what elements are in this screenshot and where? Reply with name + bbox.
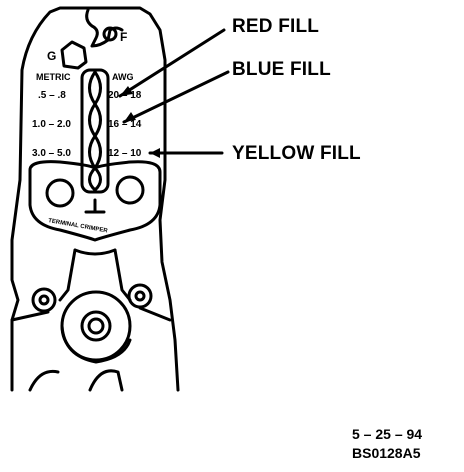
metric-row-2: 1.0 – 2.0	[32, 119, 71, 130]
pivot-ring	[60, 324, 132, 364]
tool-body-outline	[10, 6, 180, 392]
main-pivot-bolt-inner	[87, 317, 105, 335]
jaw-notch-g	[60, 40, 88, 70]
crimp-cavity-chain	[88, 70, 102, 192]
metric-row-3: 3.0 – 5.0	[32, 148, 71, 159]
arrowhead-blue-fill	[124, 112, 136, 122]
callout-red-fill: RED FILL	[232, 16, 320, 37]
plate-center-mark	[84, 198, 106, 214]
metric-row-1: .5 – .8	[38, 90, 66, 101]
lower-jaw-left	[58, 248, 77, 302]
letter-f-label: F	[120, 30, 127, 44]
pivot-bolt-left	[31, 287, 57, 313]
arrowhead-yellow-fill	[150, 148, 160, 158]
jaw-pin-f	[102, 26, 118, 42]
jaw-notch-f	[85, 8, 124, 48]
callout-blue-fill: BLUE FILL	[232, 59, 331, 80]
reference-date: 5 – 25 – 94	[352, 426, 423, 442]
awg-header: AWG	[112, 72, 134, 82]
reference-code: BS0128A5	[352, 445, 421, 461]
pivot-bolt-right-inner	[134, 290, 146, 302]
plate-inscription: TERMINAL CRIMPER	[48, 218, 109, 234]
wire-range-plate	[28, 160, 162, 242]
body-inner-lines	[10, 306, 172, 322]
metric-header: METRIC	[36, 72, 71, 82]
leader-blue-fill	[122, 70, 230, 124]
jaw-throat	[73, 248, 117, 256]
handle-right	[88, 369, 124, 392]
plate-hole-left	[45, 178, 75, 208]
callout-yellow-fill: YELLOW FILL	[232, 143, 361, 164]
lower-jaw-right	[113, 248, 132, 302]
pivot-bolt-left-inner	[38, 294, 50, 306]
crimp-cavity-frame	[80, 68, 110, 194]
handle-left	[28, 369, 60, 392]
awg-row-3: 12 – 10	[108, 148, 142, 159]
pivot-bolt-right	[127, 283, 153, 309]
awg-row-1: 20 – 18	[108, 90, 142, 101]
awg-row-2: 16 – 14	[108, 119, 142, 130]
leader-red-fill	[118, 28, 226, 98]
arrowhead-red-fill	[120, 86, 133, 96]
plate-hole-right	[115, 175, 145, 205]
letter-g-label: G	[47, 49, 56, 63]
main-pivot-bolt	[80, 310, 112, 342]
